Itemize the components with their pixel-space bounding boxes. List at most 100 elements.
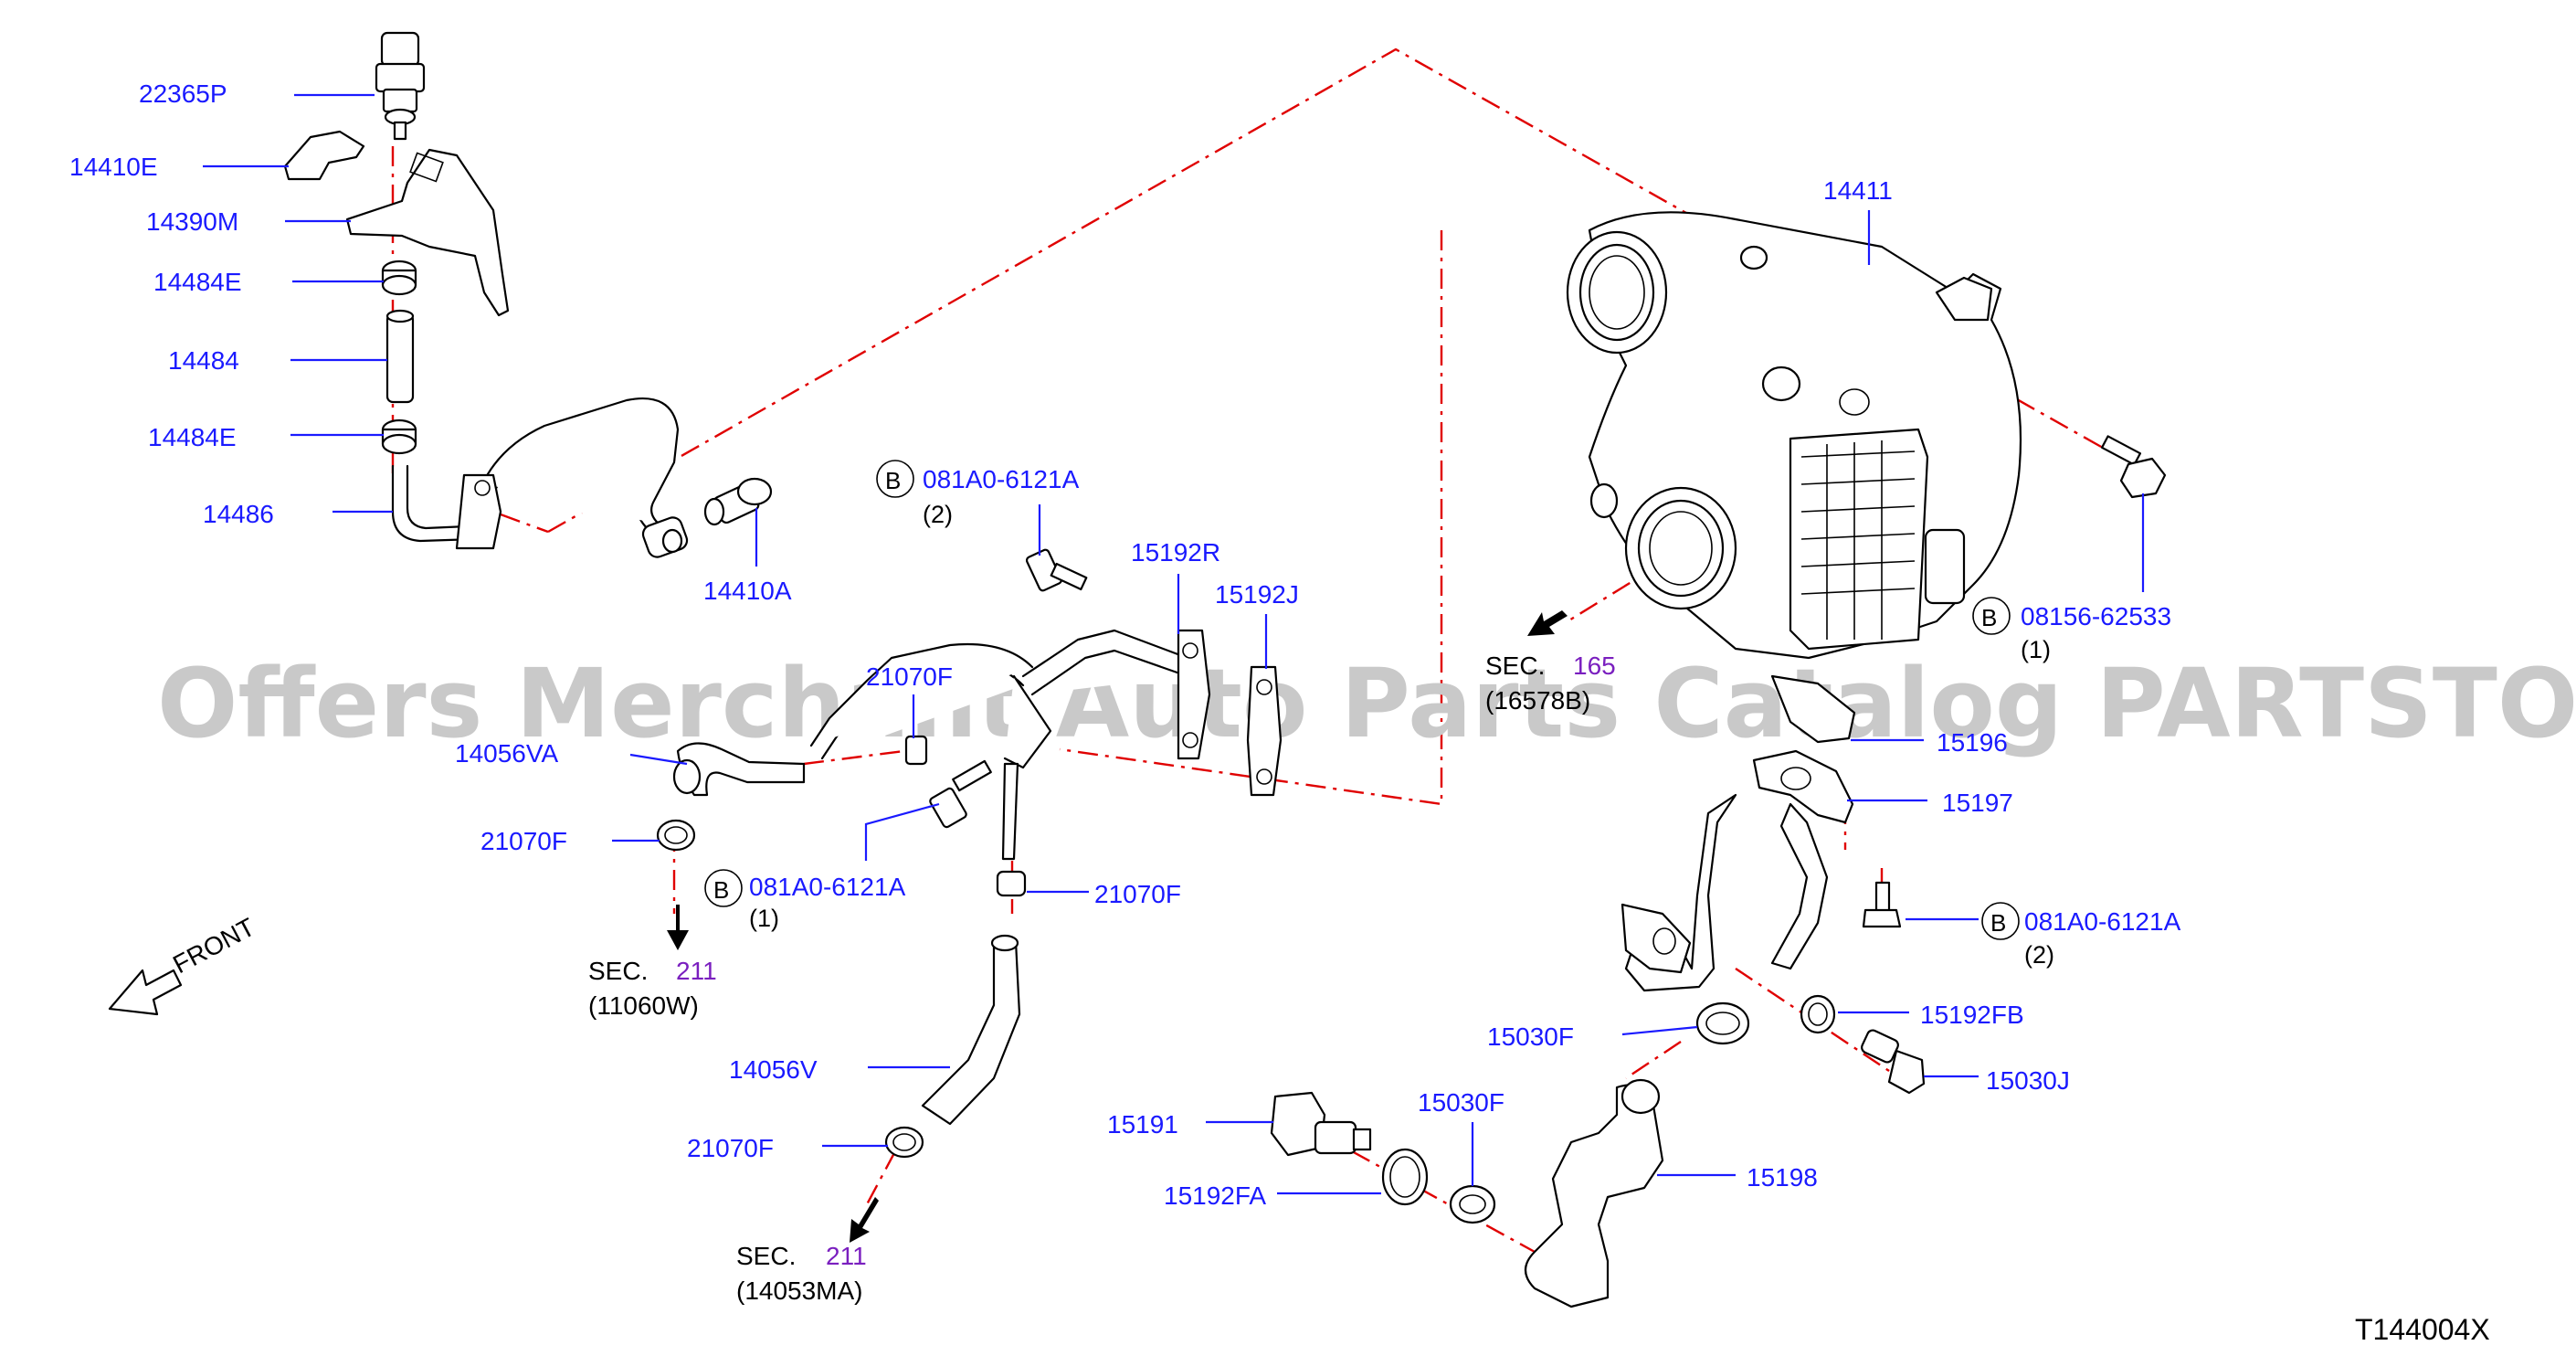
sec-label-211-b: SEC.	[736, 1242, 796, 1270]
arrow-left-down-icon	[1527, 610, 1568, 636]
hose-14484-drawing	[385, 309, 415, 404]
sensor-labels: 22365P 14410E 14390M 14484E 14484 14484E…	[69, 79, 792, 605]
arrow-down-icon	[667, 905, 689, 950]
ref-line-sec211-b	[864, 1150, 897, 1207]
tube-main-drawing	[809, 629, 1211, 769]
label-081A0-right: 081A0-6121A	[2024, 907, 2181, 936]
bolt-marker-right: B	[1990, 909, 2006, 937]
label-14411: 14411	[1823, 176, 1893, 205]
fitting-14410A-drawing	[703, 477, 773, 526]
clip-14410E-drawing	[283, 130, 365, 181]
sensor-22365P-drawing	[375, 31, 426, 141]
washer-15192FB-drawing	[1800, 994, 1836, 1034]
label-15197: 15197	[1942, 789, 2013, 817]
bolt-08156-drawing	[2100, 435, 2167, 499]
turbo-right-parts	[1270, 435, 2167, 1308]
bolt-marker-right-icon	[1981, 902, 2020, 940]
label-081A0-mid: 081A0-6121A	[749, 873, 906, 901]
label-14056VA: 14056VA	[455, 739, 558, 768]
label-15030J: 15030J	[1986, 1066, 2070, 1095]
bolt-081A0-top-drawing	[1025, 548, 1088, 592]
label-15030F-upper: 15030F	[1487, 1022, 1574, 1051]
section-refs-left: SEC. 211 (11060W) SEC. 211 (14053MA)	[588, 905, 879, 1305]
label-15192J: 15192J	[1215, 580, 1299, 609]
label-15191: 15191	[1107, 1110, 1178, 1139]
sec-211-a[interactable]: 211	[676, 957, 717, 985]
bolt-marker-08156-icon	[1972, 597, 2011, 635]
union-15191-drawing	[1270, 1091, 1372, 1157]
bolt-marker-mid: B	[713, 876, 729, 904]
qty-081A0-right: (2)	[2024, 941, 2054, 969]
label-14486: 14486	[203, 500, 274, 528]
ref-line-hose-right	[1625, 1041, 1682, 1079]
qty-081A0-mid: (1)	[749, 905, 779, 932]
label-15196: 15196	[1937, 728, 2008, 757]
hose-14056VA-drawing	[672, 742, 806, 797]
washer-15192FA-drawing	[1381, 1148, 1429, 1206]
label-21070F-mid: 21070F	[1094, 880, 1181, 908]
clip-14484E-upper-drawing	[381, 260, 417, 296]
bolt-marker-top: B	[885, 467, 901, 494]
clamp-21070F-left-drawing	[656, 819, 696, 852]
clamp-21070F-bottom-drawing	[884, 1126, 924, 1159]
label-14484: 14484	[168, 346, 239, 375]
arrow-down-left-icon	[850, 1197, 879, 1243]
watermark: Offers Merchant Auto Parts Catalog PARTS…	[157, 648, 2576, 759]
label-22365P: 22365P	[139, 79, 227, 108]
label-081A0-top: 081A0-6121A	[923, 465, 1080, 493]
clip-14484E-lower-drawing	[381, 418, 417, 455]
ref-line-hose-upper	[803, 747, 919, 766]
gasket-15196-drawing	[1770, 674, 1856, 744]
clamp-15030F-upper-drawing	[1695, 1001, 1750, 1045]
label-14484E-lower: 14484E	[148, 423, 237, 451]
middle-labels: B 081A0-6121A (2) 15192R 15192J 21070F 1…	[455, 460, 1299, 1162]
label-14056V: 14056V	[729, 1055, 818, 1084]
label-15192FB: 15192FB	[1920, 1001, 2024, 1029]
ref-line-union	[1351, 1149, 1536, 1254]
label-08156-62533: 08156-62533	[2021, 602, 2171, 630]
label-14410E: 14410E	[69, 153, 158, 181]
front-indicator: FRONT	[108, 913, 259, 1016]
qty-081A0-top: (2)	[923, 501, 953, 528]
label-14390M: 14390M	[146, 207, 238, 236]
middle-tube-assembly	[656, 548, 1283, 1159]
label-15030F-lower: 15030F	[1418, 1088, 1504, 1117]
clamp-21070F-top-drawing	[904, 735, 928, 766]
label-21070F-left: 21070F	[480, 827, 567, 855]
tube-14486-drawing	[391, 397, 689, 558]
label-21070F-top: 21070F	[866, 662, 953, 691]
bracket-14390M-drawing	[345, 148, 510, 317]
label-21070F-bottom: 21070F	[687, 1134, 774, 1162]
sec-ref-11060W: (11060W)	[588, 991, 699, 1020]
bolt-marker-mid-icon	[704, 869, 743, 907]
gasket-15192J-drawing	[1246, 665, 1283, 797]
bolt-marker-top-icon	[876, 460, 914, 498]
label-14484E-upper: 14484E	[153, 268, 242, 296]
turbocharger-14411-drawing	[1566, 211, 2022, 660]
sec-211-b[interactable]: 211	[826, 1242, 867, 1270]
bolt-081A0-right-drawing	[1862, 881, 1902, 928]
clamp-21070F-mid-drawing	[996, 870, 1027, 897]
clamp-15030F-lower-drawing	[1449, 1184, 1496, 1224]
front-label: FRONT	[168, 913, 259, 980]
sensor-assembly	[283, 31, 773, 558]
sec-ref-14053MA: (14053MA)	[736, 1277, 863, 1305]
ref-line-return	[1735, 968, 1901, 1079]
label-15192R: 15192R	[1131, 538, 1220, 567]
sec-label-211-a: SEC.	[588, 957, 648, 985]
bolt-marker-08156: B	[1981, 604, 1997, 631]
sec-165[interactable]: 165	[1573, 652, 1616, 680]
bolt-15030J-drawing	[1861, 1029, 1926, 1095]
label-15192FA: 15192FA	[1164, 1181, 1266, 1210]
sec-ref-16578B: (16578B)	[1485, 686, 1590, 715]
bolt-081A0-mid-drawing	[929, 759, 992, 829]
hose-15198-drawing	[1524, 1078, 1664, 1308]
diagram-code: T144004X	[2355, 1313, 2490, 1346]
front-arrow-icon	[108, 969, 183, 1016]
sec-label-165: SEC.	[1485, 652, 1545, 680]
tube-15197-drawing	[1621, 749, 1854, 992]
hose-14056V-drawing	[921, 934, 1021, 1126]
label-14410A: 14410A	[703, 577, 792, 605]
label-15198: 15198	[1747, 1163, 1818, 1192]
